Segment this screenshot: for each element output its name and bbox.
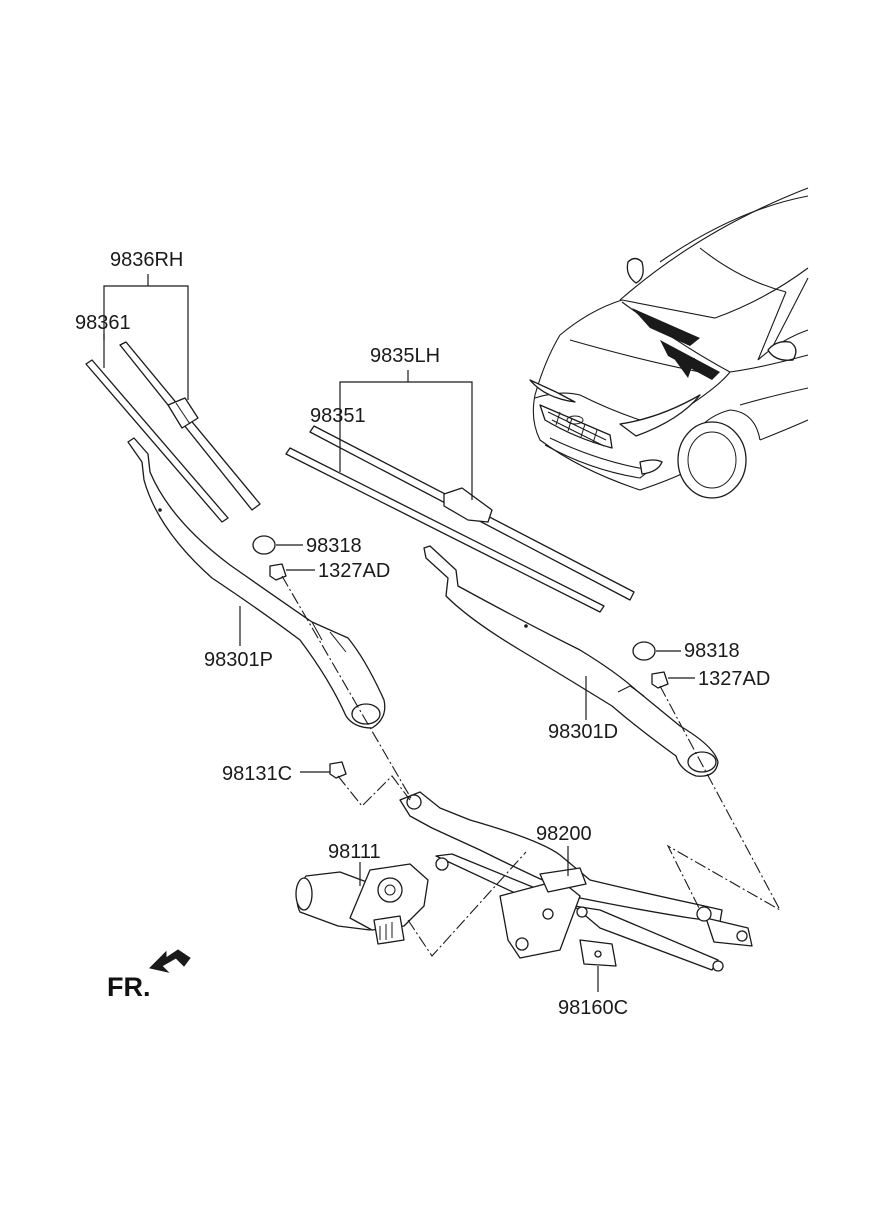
part-labels: 9836RH 98361 9835LH 98351 98318 1327AD 9… [75, 249, 770, 1019]
driver-wiper-arm [423, 545, 719, 777]
crank-nut [329, 761, 347, 779]
pivot-cap-right [632, 641, 656, 661]
label-98111: 98111 [328, 841, 381, 863]
wiper-motor [295, 863, 429, 945]
lh-wiper-blade-assembly [309, 425, 635, 601]
label-9835lh: 9835LH [370, 345, 440, 367]
front-direction-indicator: FR. [107, 949, 191, 1002]
rh-wiper-blade-assembly [119, 341, 261, 511]
label-1327ad-left: 1327AD [318, 560, 390, 582]
leader-lines [103, 274, 695, 992]
label-98318-right: 98318 [684, 640, 740, 662]
label-98131c: 98131C [222, 763, 292, 785]
label-98361: 98361 [75, 312, 131, 334]
label-1327ad-right: 1327AD [698, 668, 770, 690]
label-9836rh: 9836RH [110, 249, 183, 271]
arrow-down-left-icon [149, 949, 191, 973]
pivot-cap-left [252, 535, 276, 555]
wiper-linkage [399, 791, 753, 972]
front-label: FR. [107, 972, 151, 1002]
passenger-wiper-arm [127, 437, 386, 729]
lh-wiper-refill [285, 447, 605, 613]
label-98318-left: 98318 [306, 535, 362, 557]
label-98200: 98200 [536, 823, 592, 845]
label-98351: 98351 [310, 405, 366, 427]
assembly-center-lines [281, 575, 782, 957]
pivot-nut-right [651, 671, 669, 689]
rh-wiper-refill [85, 359, 229, 523]
label-98301p: 98301P [204, 649, 273, 671]
car-illustration [529, 187, 809, 499]
pivot-nut-left [269, 563, 287, 581]
label-98160c: 98160C [558, 997, 628, 1019]
label-98301d: 98301D [548, 721, 618, 743]
